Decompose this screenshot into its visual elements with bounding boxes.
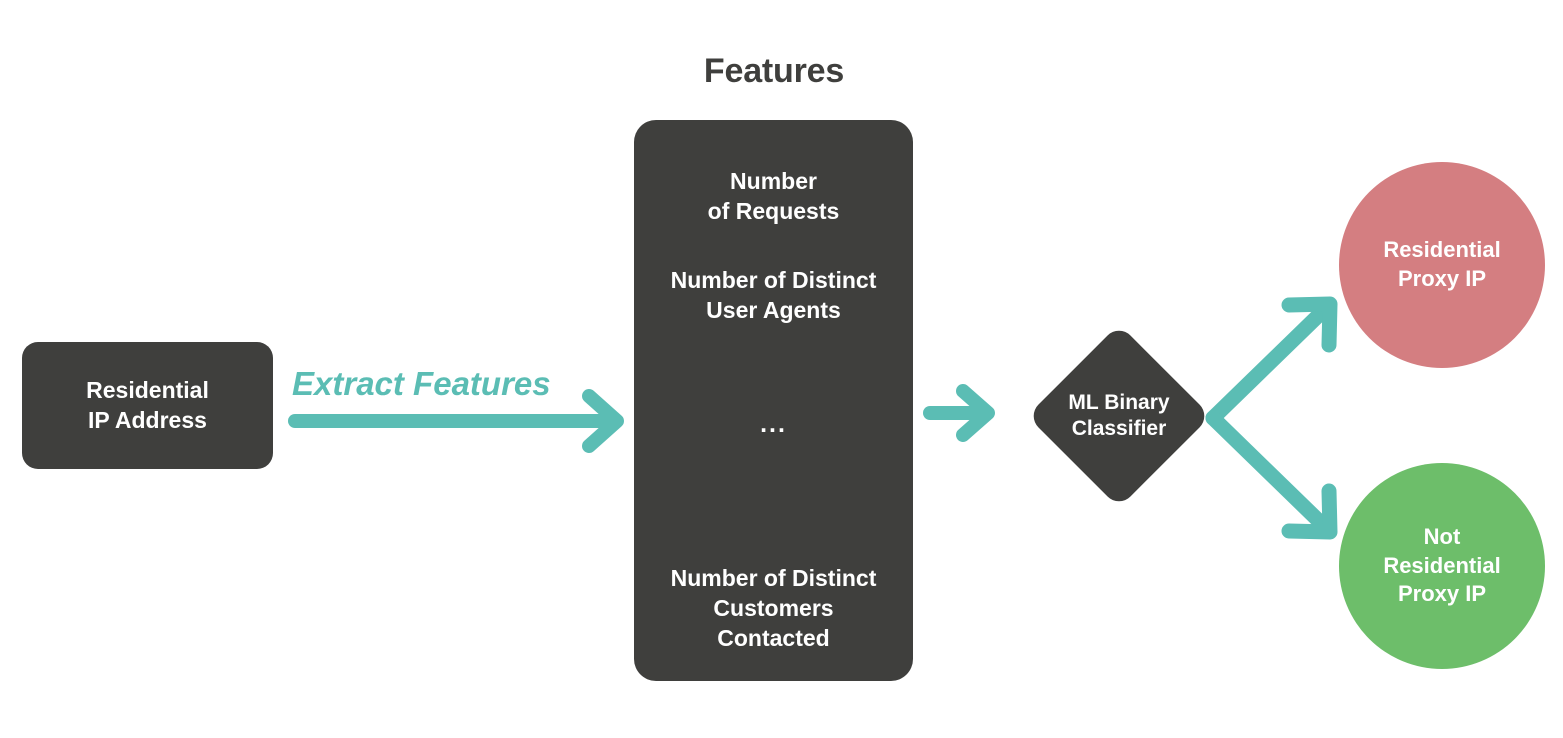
feature-item: Number of Distinct User Agents xyxy=(670,267,877,323)
feature-list: Number of Requests Number of Distinct Us… xyxy=(634,120,913,681)
arrow-extract-features-icon xyxy=(288,389,624,453)
arrow-to-classifier-icon xyxy=(923,384,995,442)
arrow-branch-icon xyxy=(1205,296,1338,540)
node-residential-ip-address: Residential IP Address xyxy=(22,342,273,469)
feature-item: Number of Requests xyxy=(707,168,840,224)
node-features: Number of Requests Number of Distinct Us… xyxy=(634,120,913,681)
edge-label-extract-features: Extract Features xyxy=(292,365,551,402)
node-ml-binary-classifier-label: ML Binary Classifier xyxy=(1068,390,1170,440)
feature-item-ellipsis: ... xyxy=(760,410,787,438)
node-outcome-residential-proxy-ip: Residential Proxy IP xyxy=(1339,162,1545,368)
node-outcome-not-residential-proxy-ip: Not Residential Proxy IP xyxy=(1339,463,1545,669)
node-residential-ip-address-label: Residential IP Address xyxy=(86,377,209,433)
feature-item: Number of Distinct Customers Contacted xyxy=(670,565,877,651)
node-ml-binary-classifier: ML Binary Classifier xyxy=(1027,324,1211,508)
page-title: Features xyxy=(703,52,845,90)
